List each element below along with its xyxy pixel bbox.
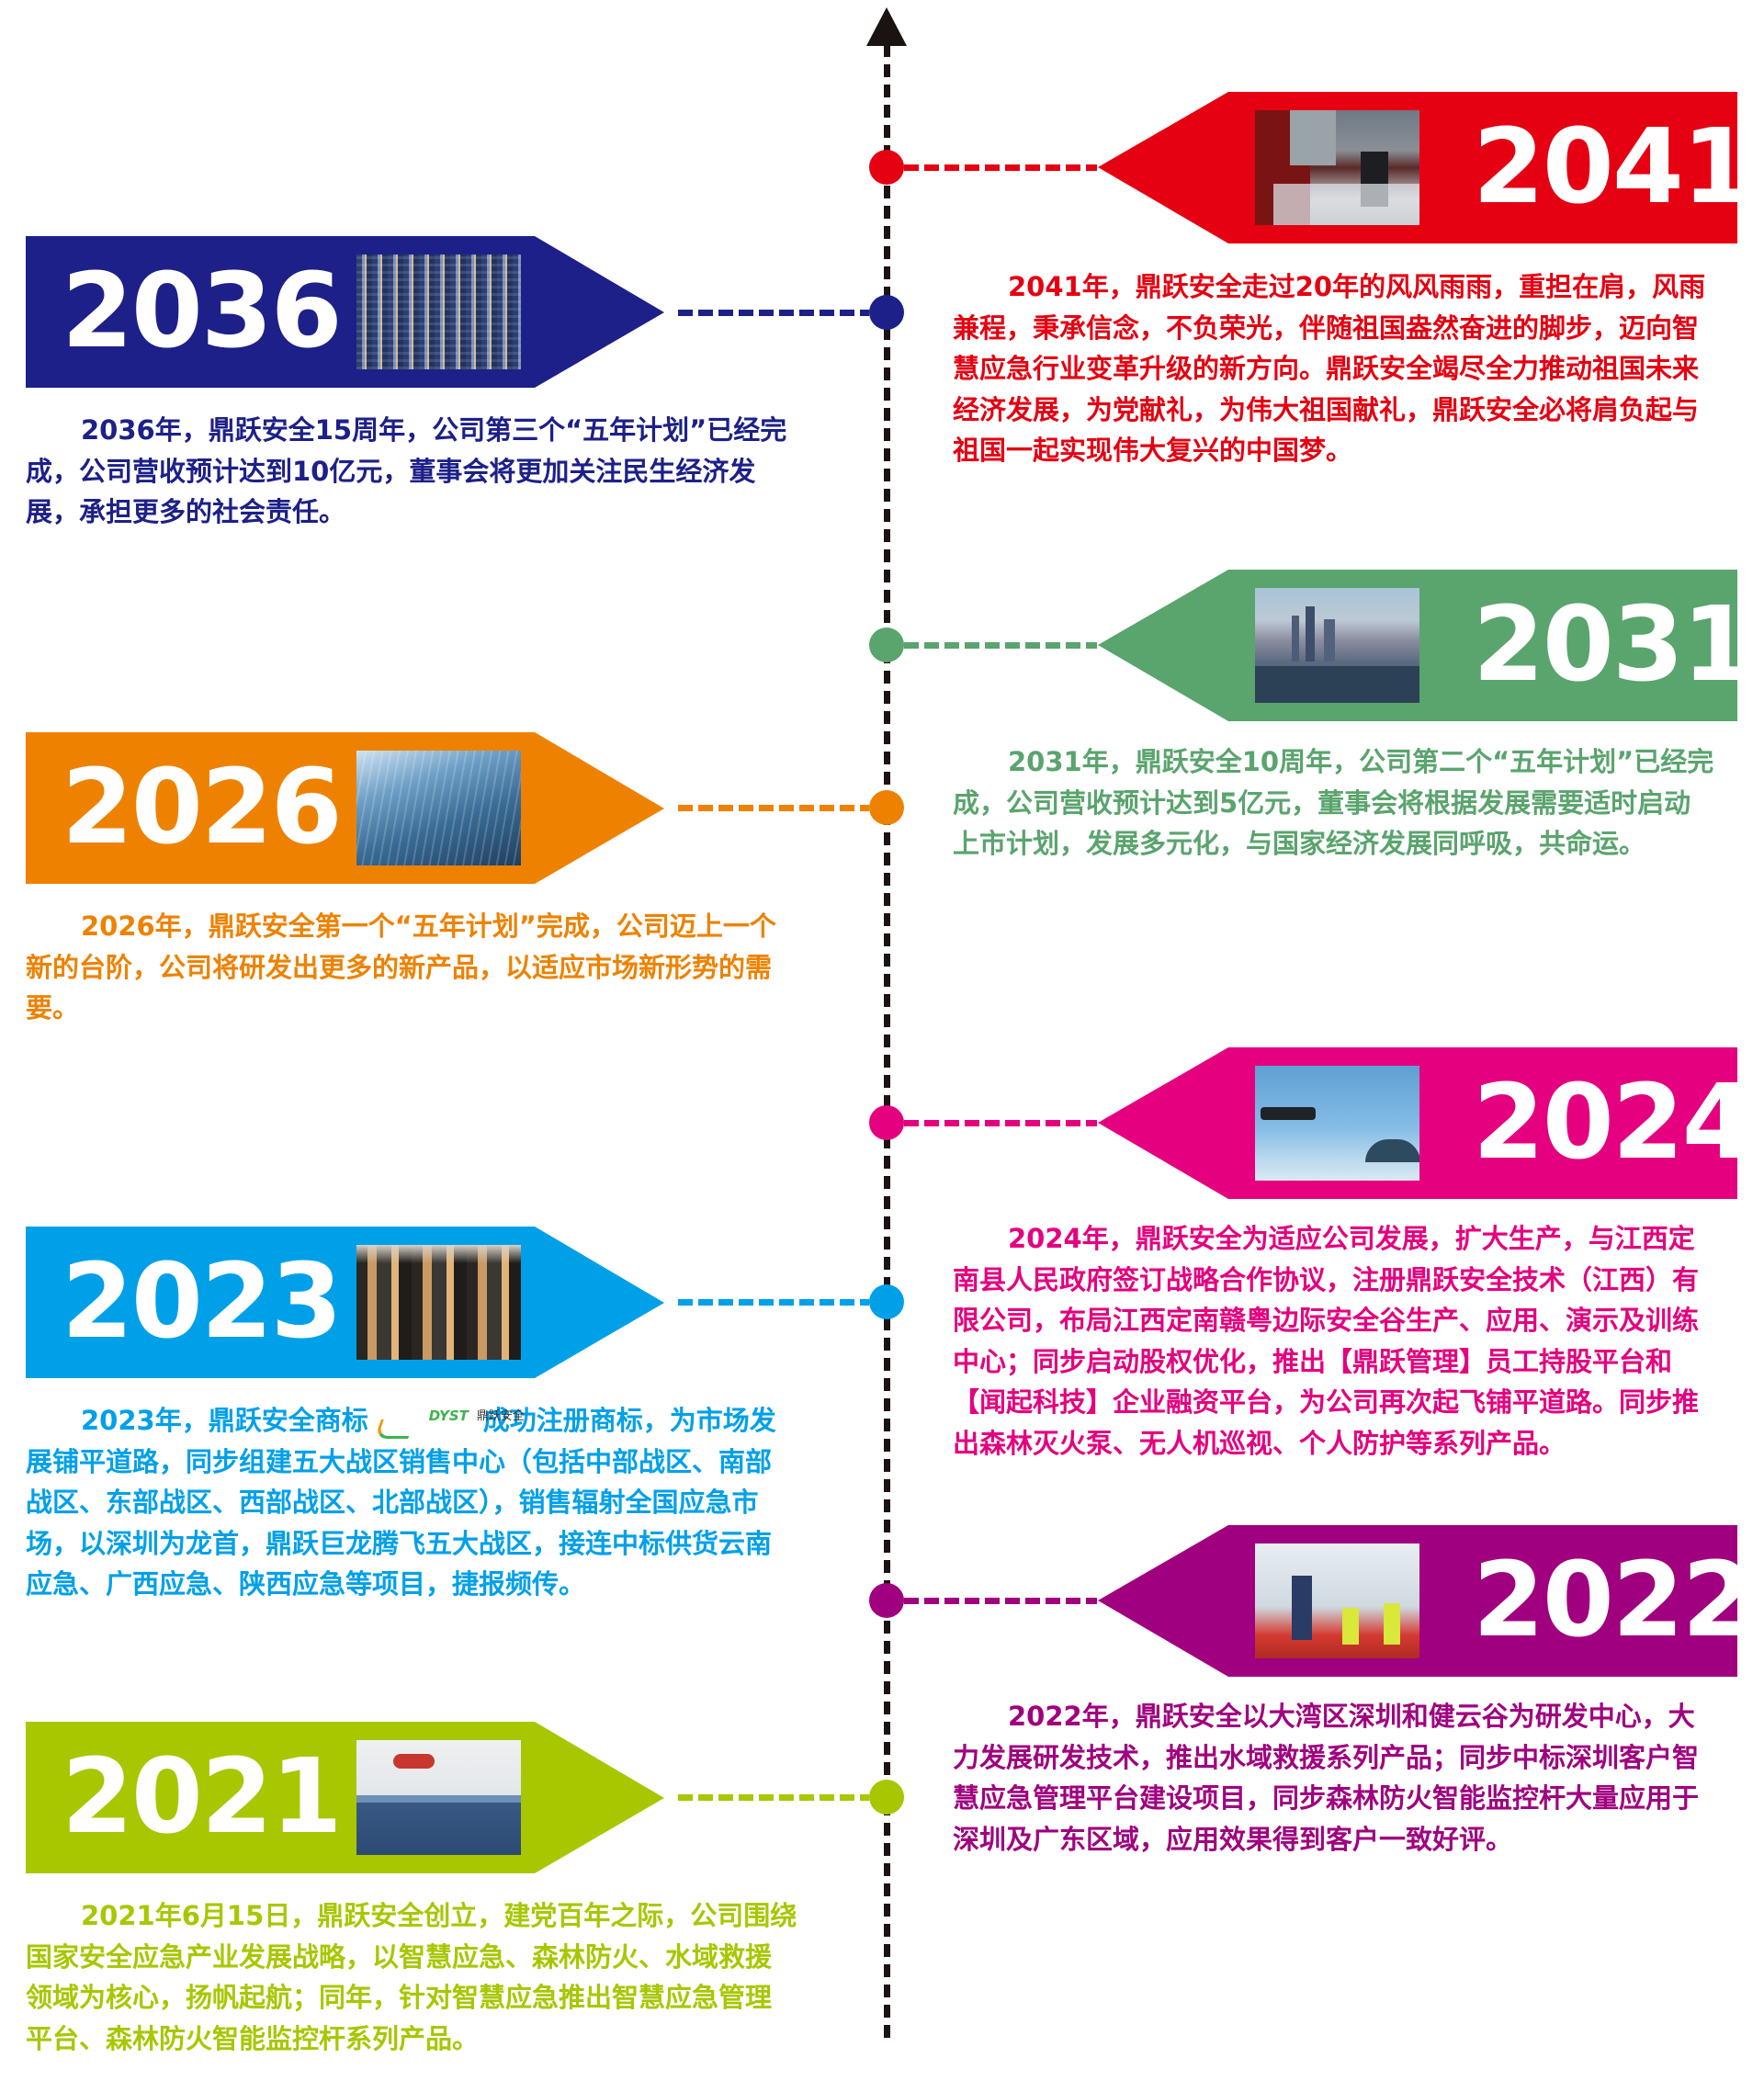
- desc-line: 出森林灭火泵、无人机巡视、个人防护等系列产品。: [953, 1427, 1566, 1459]
- timeline-dot-2031[interactable]: [869, 628, 904, 662]
- year-label-2021: 2021: [62, 1737, 343, 1857]
- desc-line: 成，公司营收预计达到10亿元，董事会将更加关注民生经济发: [26, 455, 756, 487]
- drone-wind-turbine-photo: [1255, 1066, 1419, 1181]
- logo-name: 鼎跃安全: [476, 1409, 525, 1423]
- desc-line: 2026年，鼎跃安全第一个“五年计划”完成，公司迈上一个: [81, 910, 776, 942]
- desc-line: 慧应急行业变革升级的新方向。鼎跃安全竭尽全力推动祖国未来: [953, 353, 1700, 384]
- year-banner-2021: 2021: [26, 1722, 664, 1873]
- timeline-dot-2026[interactable]: [869, 790, 904, 825]
- milestone-description-2031: 2031年，鼎跃安全10周年，公司第二个“五年计划”已经完 成，公司营收预计达到…: [953, 741, 1713, 865]
- year-banner-2024: 2024: [1098, 1047, 1754, 1199]
- desc-line: 力发展研发技术，推出水域救援系列产品；同步中标深圳客户智: [953, 1741, 1700, 1773]
- milestone-description-2023: 2023年，鼎跃安全商标 DYST 鼎跃安全 成功注册商标，为市场发 展铺平道路…: [26, 1400, 776, 1605]
- city-aerial-photo: [356, 254, 521, 369]
- desc-line: 祖国一起实现伟大复兴的中国梦。: [953, 435, 1353, 466]
- connector-2031: [904, 642, 1097, 649]
- desc-line: 2031年，鼎跃安全10周年，公司第二个“五年计划”已经完: [1008, 746, 1714, 777]
- desc-line: 2022年，鼎跃安全以大湾区深圳和健云谷为研发中心，大: [1008, 1701, 1695, 1732]
- timeline-dot-2021[interactable]: [869, 1780, 904, 1815]
- year-banner-2031: 2031: [1098, 570, 1754, 721]
- desc-line: 展铺平道路，同步组建五大战区销售中心（包括中部战区、南部: [26, 1445, 773, 1477]
- connector-2023: [678, 1299, 869, 1306]
- year-label-2024: 2024: [1473, 1063, 1754, 1182]
- desc-line: 慧应急管理平台建设项目，同步森林防火智能监控杆大量应用于: [953, 1782, 1700, 1814]
- desc-line: 2024年，鼎跃安全为适应公司发展，扩大生产，与江西定: [1008, 1223, 1695, 1254]
- desc-line: 2036年，鼎跃安全15周年，公司第三个“五年计划”已经完: [81, 414, 787, 446]
- dyst-brand-logo: DYST 鼎跃安全: [373, 1407, 525, 1439]
- desc-line: 要。: [26, 992, 80, 1023]
- milestone-description-2041: 2041年，鼎跃安全走过20年的风风雨雨，重担在肩，风雨 兼程，秉承信念，不负荣…: [953, 266, 1705, 471]
- desc-line: 成，公司营收预计达到5亿元，董事会将根据发展需要适时启动: [953, 786, 1691, 819]
- desc-line: 平台、森林防火智能监控杆系列产品。: [26, 2022, 480, 2054]
- milestone-description-2022: 2022年，鼎跃安全以大湾区深圳和健云谷为研发中心，大 力发展研发技术，推出水域…: [953, 1696, 1699, 1860]
- desc-line: 展，承担更多的社会责任。: [26, 496, 346, 527]
- desc-line: 中心；同步启动股权优化，推出【鼎跃管理】员工持股平台和: [953, 1345, 1673, 1377]
- helicopter-rescue-tents-photo: [356, 1740, 521, 1855]
- year-label-2036: 2036: [62, 252, 343, 371]
- desc-line: 2023年，鼎跃安全商标 DYST 鼎跃安全 成功注册商标，为市场发: [26, 1400, 776, 1442]
- year-banner-2026: 2026: [26, 732, 664, 884]
- connector-2024: [904, 1120, 1097, 1126]
- desc-line: 兼程，秉承信念，不负荣光，伴随祖国盎然奋进的脚步，迈向智: [953, 311, 1700, 344]
- desc-text-after-logo: 成功注册商标，为市场发: [482, 1405, 776, 1436]
- year-banner-2023: 2023: [26, 1227, 664, 1378]
- glass-skyscraper-photo: [356, 751, 521, 865]
- desc-line: 战区、东部战区、西部战区、北部战区），销售辐射全国应急市: [26, 1487, 759, 1518]
- milestone-description-2024: 2024年，鼎跃安全为适应公司发展，扩大生产，与江西定 南县人民政府签订战略合作…: [953, 1218, 1699, 1464]
- desc-line: 【闻起科技】企业融资平台，为公司再次起飞铺平道路。同步推: [953, 1386, 1700, 1418]
- fire-truck-firefighters-photo: [1255, 110, 1419, 225]
- timeline-dot-2036[interactable]: [869, 295, 904, 330]
- year-label-2022: 2022: [1473, 1541, 1754, 1660]
- timeline-axis: [884, 44, 890, 2043]
- desc-line: 南县人民政府签订战略合作协议，注册鼎跃安全技术（江西）有: [953, 1263, 1700, 1295]
- desc-line: 上市计划，发展多元化，与国家经济发展同呼吸，共命运。: [953, 828, 1646, 859]
- timeline-dot-2023[interactable]: [869, 1284, 904, 1319]
- year-label-2026: 2026: [62, 748, 343, 867]
- desc-line: 应急、广西应急、陕西应急等项目，捷报频传。: [26, 1568, 586, 1600]
- milestone-description-2026: 2026年，鼎跃安全第一个“五年计划”完成，公司迈上一个 新的台阶，公司将研发出…: [26, 906, 776, 1029]
- desc-line: 限公司，布局江西定南赣粤边际安全谷生产、应用、演示及训练: [953, 1305, 1700, 1336]
- milestone-description-2021: 2021年6月15日，鼎跃安全创立，建党百年之际，公司围绕 国家安全应急产业发展…: [26, 1895, 797, 2059]
- year-label-2023: 2023: [62, 1242, 343, 1362]
- desc-line: 新的台阶，公司将研发出更多的新产品，以适应市场新形势的需: [26, 951, 773, 983]
- timeline-dot-2022[interactable]: [869, 1583, 904, 1618]
- desc-line: 2021年6月15日，鼎跃安全创立，建党百年之际，公司围绕: [81, 1900, 797, 1931]
- year-banner-2041: 2041: [1098, 92, 1754, 243]
- timeline-dot-2024[interactable]: [869, 1105, 904, 1140]
- desc-text-before-logo: 2023年，鼎跃安全商标: [81, 1405, 368, 1436]
- timeline-dot-2041[interactable]: [869, 150, 904, 185]
- desc-line: 领域为核心，扬帆起航；同年，针对智慧应急推出智慧应急管理: [26, 1982, 773, 2013]
- desc-line: 经济发展，为党献礼，为伟大祖国献礼，鼎跃安全必将肩负起与: [953, 393, 1700, 425]
- year-label-2041: 2041: [1473, 107, 1754, 227]
- desc-line: 2041年，鼎跃安全走过20年的风风雨雨，重担在肩，风雨: [1008, 271, 1706, 302]
- desc-line: 国家安全应急产业发展战略，以智慧应急、森林防火、水域救援: [26, 1940, 773, 1973]
- connector-2021: [678, 1794, 869, 1801]
- year-banner-2036: 2036: [26, 236, 664, 388]
- connector-2022: [904, 1598, 1097, 1604]
- year-banner-2022: 2022: [1098, 1525, 1754, 1677]
- milestone-description-2036: 2036年，鼎跃安全15周年，公司第三个“五年计划”已经完 成，公司营收预计达到…: [26, 410, 786, 533]
- desc-line: 场，以深圳为龙首，鼎跃巨龙腾飞五大战区，接连中标供货云南: [26, 1527, 773, 1559]
- connector-2026: [678, 805, 869, 811]
- connector-2041: [904, 164, 1097, 171]
- year-label-2031: 2031: [1473, 585, 1754, 705]
- city-skyline-photo: [1255, 588, 1419, 703]
- business-towers-photo: [356, 1245, 521, 1360]
- water-rescue-team-photo: [1255, 1544, 1419, 1658]
- desc-line: 深圳及广东区域，应用效果得到客户一致好评。: [953, 1823, 1513, 1855]
- logo-mark: DYST: [428, 1408, 469, 1424]
- connector-2036: [678, 310, 869, 316]
- timeline-arrow-up-icon: [866, 7, 907, 46]
